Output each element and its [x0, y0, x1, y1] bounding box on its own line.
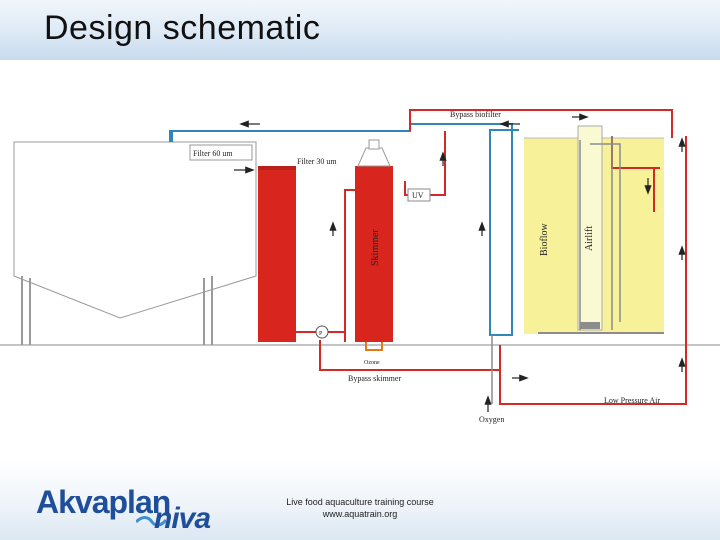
bypass-biofilter-label: Bypass biofilter: [450, 110, 501, 119]
culture-tank: [13, 141, 257, 345]
filter-30-column-cap: [258, 166, 296, 170]
airlift-label: Airlift: [584, 226, 595, 251]
skimmer-column: [355, 139, 393, 342]
flow-arrows: [234, 113, 686, 412]
oxygen-label: Oxygen: [479, 415, 504, 424]
air-lines-grey: [579, 136, 621, 330]
logo-text-akvaplan: Akvaplan: [36, 484, 171, 520]
slide-title: Design schematic: [44, 9, 321, 47]
uv-label: UV: [412, 191, 424, 200]
low-pressure-air-label: Low Pressure Air: [604, 396, 660, 405]
slide-footer: [0, 460, 720, 540]
filter-30-column: [258, 166, 296, 342]
airlift-tube: [577, 125, 603, 331]
logo-text-niva: niva: [154, 502, 211, 535]
airlift-diffuser: [580, 322, 600, 329]
slide-header: Design schematic: [0, 0, 720, 60]
filter-60-label: Filter 60 um: [193, 149, 233, 158]
bypass-skimmer-label: Bypass skimmer: [348, 374, 401, 383]
pump-symbol: [315, 325, 329, 339]
course-url[interactable]: www.aquatrain.org: [322, 509, 398, 519]
footer-caption: Live food aquaculture training course ww…: [250, 496, 470, 520]
bioflow-label: Bioflow: [539, 222, 550, 256]
filter-30-label: Filter 30 um: [297, 157, 337, 166]
pump-label: P: [319, 331, 323, 337]
filter-60-box: [189, 144, 253, 161]
ozone-connector: [365, 342, 383, 351]
logo-wave-icon: [136, 516, 166, 527]
supply-pipes-red: [296, 109, 687, 405]
course-title: Live food aquaculture training course: [286, 497, 434, 507]
ozone-label: Ozone: [364, 360, 380, 366]
design-schematic-diagram: Filter 60 um Filter 30 um Skimmer Bioflo…: [0, 109, 720, 424]
uv-box: [407, 188, 431, 202]
skimmer-label: Skimmer: [370, 229, 381, 266]
